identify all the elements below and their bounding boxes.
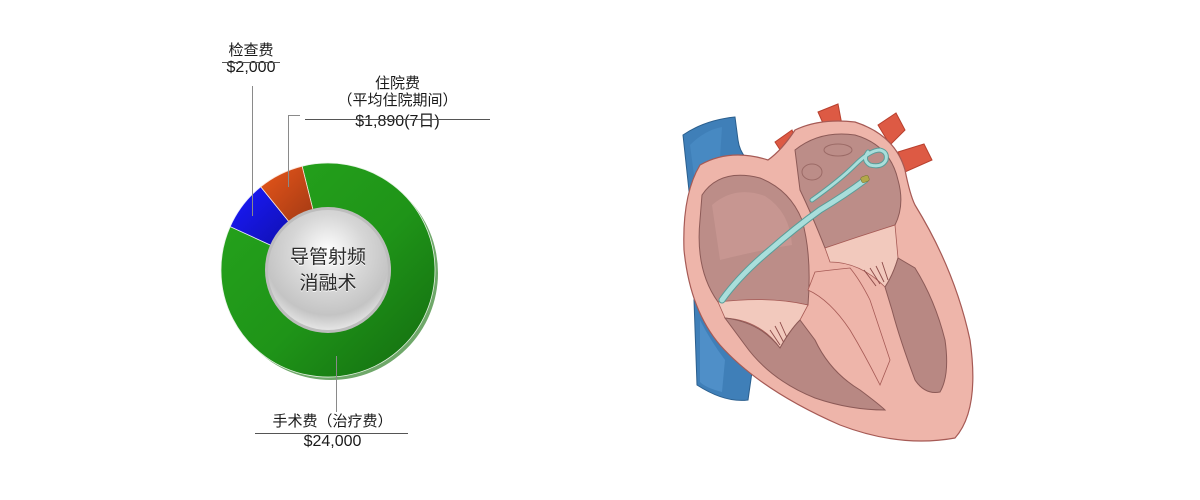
- left-ventricle: [884, 257, 948, 393]
- leader-line-exam: [252, 86, 253, 216]
- callout-surgery-value: $24,000: [303, 433, 362, 451]
- callout-surgery-name: 手术费（治疗费）: [272, 412, 393, 430]
- center-label-line1: 导管射频: [289, 246, 366, 268]
- callout-hospital-rule: [305, 119, 490, 120]
- callout-exam-rule: [222, 62, 280, 63]
- donut-hole: [268, 210, 388, 330]
- callout-surgery: 手术费（治疗费） $24,000: [255, 412, 410, 452]
- leader-line-hospital-tick: [288, 115, 300, 116]
- callout-hospital-name: 住院费: [374, 74, 420, 92]
- interventricular-septum: [807, 267, 891, 386]
- center-label-line2: 消融术: [299, 272, 357, 294]
- pulmonary-vein-opening-2: [801, 163, 823, 181]
- leader-line-surgery: [336, 356, 337, 412]
- callout-exam-name: 检查费: [228, 41, 274, 59]
- donut-center-label: 导管射频 消融术: [268, 244, 388, 296]
- callout-hospital-value: $1,890(7日): [355, 112, 440, 130]
- right-ventricle: [723, 317, 887, 411]
- right-atrium-highlight: [712, 192, 792, 260]
- catheter-tip: [860, 175, 870, 183]
- callout-exam: 检查费 $2,000: [218, 41, 284, 78]
- pulmonary-vein-opening: [823, 143, 853, 157]
- callout-hospital-subtitle: （平均住院期间）: [337, 91, 458, 110]
- catheter: [718, 147, 889, 304]
- callout-exam-value: $2,000: [226, 59, 276, 77]
- vena-cava-inferior-highlight: [700, 320, 725, 392]
- callout-surgery-rule: [255, 433, 408, 434]
- callout-hospital: 住院费 （平均住院期间） $1,890(7日): [305, 74, 490, 131]
- leader-line-hospital: [288, 115, 289, 187]
